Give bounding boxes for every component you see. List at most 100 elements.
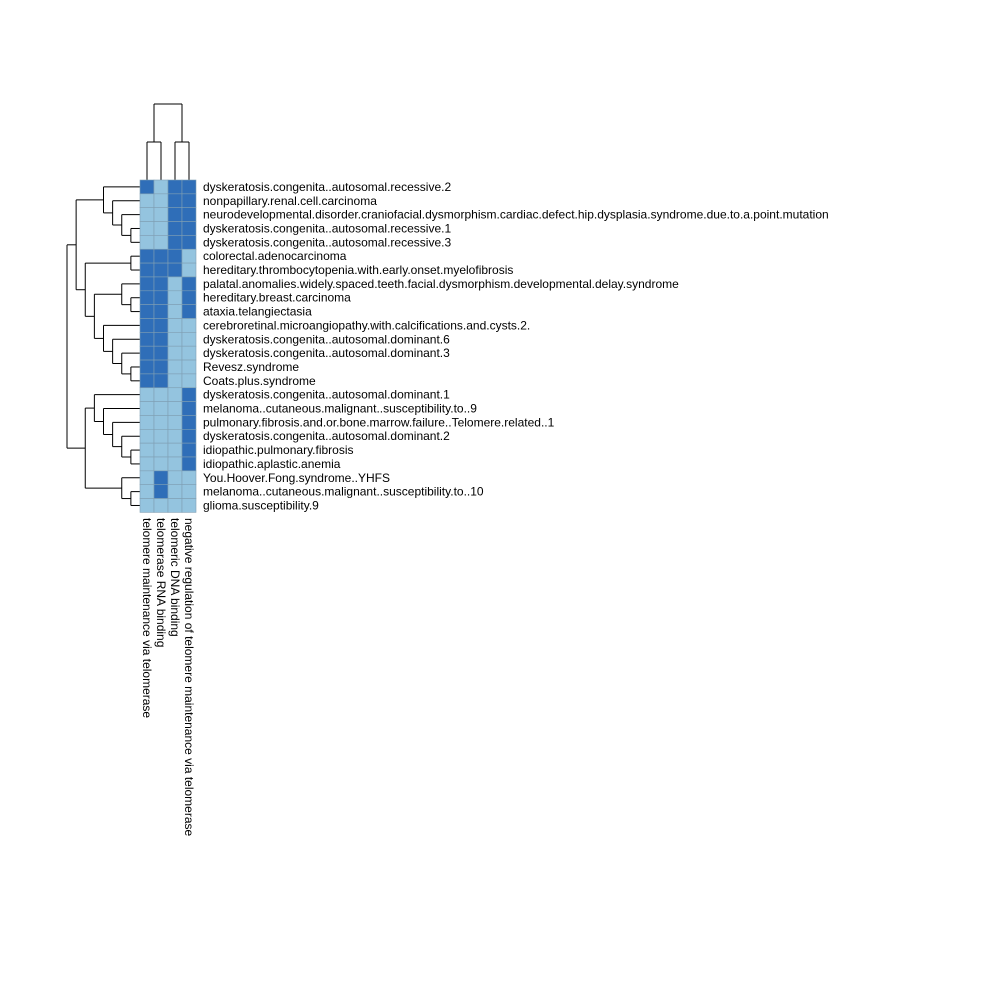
heatmap-cell-r22-c2 — [167, 484, 183, 499]
heatmap-cell-r7-c2 — [167, 276, 183, 292]
heatmap-cell-r22-c1 — [153, 484, 169, 499]
heatmap-cell-r1-c0 — [139, 193, 155, 209]
heatmap-cell-r14-c3 — [181, 373, 197, 389]
heatmap-cell-r11-c1 — [153, 332, 169, 347]
row-label: hereditary.thrombocytopenia.with.early.o… — [203, 263, 513, 277]
heatmap-cell-r14-c0 — [139, 373, 155, 389]
heatmap-cell-r0-c2 — [167, 179, 183, 195]
heatmap-cell-r4-c0 — [139, 235, 155, 250]
heatmap-cell-r1-c2 — [167, 193, 183, 209]
heatmap-cell-r14-c1 — [153, 373, 169, 389]
row-label: cerebroretinal.microangiopathy.with.calc… — [203, 318, 530, 332]
heatmap-cell-r3-c0 — [139, 221, 155, 236]
row-label: hereditary.breast.carcinoma — [203, 291, 351, 305]
heatmap-cell-r4-c3 — [181, 235, 197, 250]
heatmap-cell-r18-c2 — [167, 428, 183, 444]
heatmap-cell-r0-c3 — [181, 179, 197, 195]
heatmap-cell-r23-c2 — [167, 498, 183, 513]
row-dendrogram — [66, 186, 140, 506]
heatmap-cell-r9-c1 — [153, 304, 169, 319]
heatmap-cell-r15-c2 — [167, 387, 183, 402]
heatmap-cell-r5-c0 — [139, 248, 155, 264]
heatmap-cell-r5-c1 — [153, 248, 169, 264]
row-label: neurodevelopmental.disorder.craniofacial… — [203, 208, 829, 222]
heatmap-cell-r6-c3 — [181, 262, 197, 278]
row-label: palatal.anomalies.widely.spaced.teeth.fa… — [203, 277, 679, 291]
heatmap-cell-r5-c2 — [167, 248, 183, 264]
heatmap-cell-r16-c3 — [181, 401, 197, 416]
row-label: You.Hoover.Fong.syndrome..YHFS — [203, 471, 390, 485]
heatmap-cell-r1-c1 — [153, 193, 169, 209]
heatmap-cell-r0-c0 — [139, 179, 155, 195]
row-label: dyskeratosis.congenita..autosomal.recess… — [203, 221, 451, 235]
row-label: idiopathic.pulmonary.fibrosis — [203, 443, 354, 457]
row-label: melanoma..cutaneous.malignant..susceptib… — [203, 485, 484, 499]
heatmap-cell-r15-c1 — [153, 387, 169, 402]
row-label: dyskeratosis.congenita..autosomal.recess… — [203, 180, 451, 194]
heatmap-cell-r21-c0 — [139, 470, 155, 486]
heatmap-cell-r6-c2 — [167, 262, 183, 278]
heatmap-cell-r17-c2 — [167, 415, 183, 430]
heatmap-cell-r16-c1 — [153, 401, 169, 416]
heatmap-cell-r6-c0 — [139, 262, 155, 278]
heatmap-cell-r11-c2 — [167, 332, 183, 347]
heatmap-cell-r12-c3 — [181, 345, 197, 361]
heatmap-cell-r12-c1 — [153, 345, 169, 361]
row-label: dyskeratosis.congenita..autosomal.domina… — [203, 429, 450, 443]
heatmap-cell-r1-c3 — [181, 193, 197, 209]
row-label: idiopathic.aplastic.anemia — [203, 457, 341, 471]
heatmap-cell-r7-c3 — [181, 276, 197, 292]
heatmap-cell-r21-c3 — [181, 470, 197, 486]
heatmap-cell-r6-c1 — [153, 262, 169, 278]
heatmap-cell-r0-c1 — [153, 179, 169, 195]
row-label: dyskeratosis.congenita..autosomal.recess… — [203, 235, 451, 249]
heatmap-cell-r2-c1 — [153, 207, 169, 222]
heatmap-cell-r16-c2 — [167, 401, 183, 416]
heatmap-cell-r18-c3 — [181, 428, 197, 444]
heatmap-cell-r9-c2 — [167, 304, 183, 319]
row-label: dyskeratosis.congenita..autosomal.domina… — [203, 388, 450, 402]
heatmap-cell-r20-c2 — [167, 456, 183, 472]
heatmap-cell-r5-c3 — [181, 248, 197, 264]
heatmap-cell-r20-c3 — [181, 456, 197, 472]
heatmap-cell-r21-c2 — [167, 470, 183, 486]
row-labels: dyskeratosis.congenita..autosomal.recess… — [203, 180, 829, 513]
row-label: dyskeratosis.congenita..autosomal.domina… — [203, 332, 450, 346]
heatmap-cell-r15-c3 — [181, 387, 197, 402]
heatmap-cell-r20-c0 — [139, 456, 155, 472]
column-label: telomerase RNA binding — [154, 518, 168, 647]
heatmap-cell-r10-c1 — [153, 318, 169, 333]
row-label: Coats.plus.syndrome — [203, 374, 316, 388]
heatmap-cell-r17-c0 — [139, 415, 155, 430]
heatmap-cell-r23-c3 — [181, 498, 197, 513]
column-label: telomere maintenance via telomerase — [140, 518, 154, 718]
heatmap-cell-r21-c1 — [153, 470, 169, 486]
heatmap-cell-r23-c0 — [139, 498, 155, 513]
heatmap-cell-r8-c3 — [181, 290, 197, 305]
heatmap-cell-r22-c3 — [181, 484, 197, 499]
row-label: melanoma..cutaneous.malignant..susceptib… — [203, 402, 477, 416]
heatmap-cell-r3-c2 — [167, 221, 183, 236]
heatmap-cell-r3-c3 — [181, 221, 197, 236]
heatmap-cell-r8-c1 — [153, 290, 169, 305]
heatmap-cell-r10-c2 — [167, 318, 183, 333]
row-label: ataxia.telangiectasia — [203, 305, 312, 319]
heatmap-cell-r15-c0 — [139, 387, 155, 402]
heatmap-cell-r2-c0 — [139, 207, 155, 222]
heatmap-cell-r8-c0 — [139, 290, 155, 305]
heatmap-cell-r9-c3 — [181, 304, 197, 319]
heatmap-cell-r12-c2 — [167, 345, 183, 361]
heatmap-cell-r8-c2 — [167, 290, 183, 305]
heatmap-cell-r17-c3 — [181, 415, 197, 430]
row-label: nonpapillary.renal.cell.carcinoma — [203, 194, 377, 208]
heatmap-cell-r4-c1 — [153, 235, 169, 250]
heatmap-cell-r22-c0 — [139, 484, 155, 499]
heatmap-cell-r7-c1 — [153, 276, 169, 292]
heatmap-cell-r13-c1 — [153, 359, 169, 375]
heatmap-cell-r13-c3 — [181, 359, 197, 375]
heatmap-cells — [139, 179, 197, 513]
heatmap-cell-r11-c0 — [139, 332, 155, 347]
heatmap-cell-r20-c1 — [153, 456, 169, 472]
heatmap-cell-r16-c0 — [139, 401, 155, 416]
